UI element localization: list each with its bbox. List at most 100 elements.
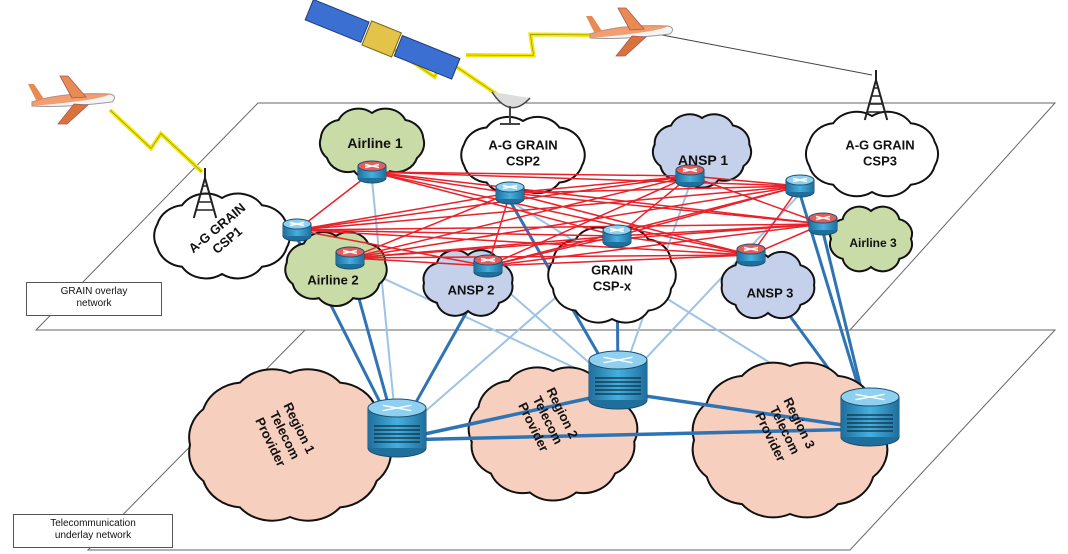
cloud-label-line: Airline 2	[307, 273, 358, 288]
cloud-label-airline1: Airline 1	[347, 135, 402, 151]
underlay-core-link	[617, 390, 871, 431]
cloud-label-ansp1: ANSP 1	[678, 152, 729, 168]
aircraft-icon-livery	[32, 93, 110, 106]
cloud-csp1	[153, 192, 291, 280]
cloud-label-line: Airline 1	[347, 135, 402, 151]
cloud-label-line: GRAIN	[591, 263, 633, 278]
router-icon-airline1	[357, 160, 387, 184]
cloud-label-line: A-G GRAIN	[488, 138, 557, 153]
overlay-link	[487, 185, 801, 267]
aircraft-icon	[28, 75, 116, 125]
router-icon-cspx	[602, 224, 632, 248]
underlay-plane	[86, 329, 1057, 551]
underlay-core-links	[396, 390, 871, 442]
router-icon-csp2	[495, 181, 525, 205]
router-icon-airline2-arrows	[342, 249, 358, 255]
router-icon-ansp1-arrows	[682, 167, 698, 173]
router-icon-ansp2	[473, 254, 503, 278]
router-icon-csp1-arrows	[289, 221, 305, 227]
overlay-link	[616, 223, 824, 237]
overlay-link	[296, 171, 373, 231]
router-icon-r1	[367, 398, 427, 458]
overlay-link	[296, 223, 824, 231]
router-icon-ansp3	[736, 243, 766, 267]
overlay-link	[616, 175, 691, 237]
overlay-link	[509, 185, 801, 194]
radio-tower-icon	[863, 70, 889, 121]
radio-link-aircraft2-tower3	[661, 34, 873, 76]
overlay-links	[296, 171, 824, 267]
radio-link-satellite-aircraft2-edge	[465, 34, 599, 56]
underlay-layer-label: Telecommunication underlay network	[13, 514, 173, 548]
overlay-link	[509, 175, 691, 194]
overlay-link	[349, 254, 752, 259]
cloud-label-line: Airline 3	[849, 236, 897, 250]
dish-bowl	[491, 91, 531, 109]
aircraft-icon-wing-bottom	[57, 103, 89, 125]
overlay-link	[296, 185, 801, 231]
radio-tower-icon	[192, 168, 218, 219]
router-icon-ansp1	[675, 164, 705, 188]
cloud-label-line: CSP-x	[593, 279, 632, 294]
underlay-label-line2: underlay network	[54, 530, 132, 541]
underlay-link	[617, 193, 801, 389]
overlay-link	[349, 185, 801, 259]
satellite-icon	[304, 0, 461, 80]
overlay-layer-label: GRAIN overlay network	[26, 282, 162, 316]
satellite-panel-right	[393, 34, 461, 80]
region-clouds	[188, 361, 889, 522]
overlay-link	[689, 175, 824, 225]
overlay-link	[371, 171, 691, 177]
overlay-link	[371, 171, 801, 187]
big-routers	[367, 350, 900, 458]
aircraft-icon-livery	[590, 25, 668, 38]
cloud-label-line: ANSP 3	[747, 286, 794, 301]
router-icon-csp2-arrows	[502, 184, 518, 190]
underlay-core-link	[396, 390, 619, 442]
overlay-link	[616, 185, 801, 237]
cloud-label-airline3: Airline 3	[849, 236, 897, 250]
router-icon-r3-arrows	[855, 393, 885, 401]
overlay-link	[487, 192, 511, 267]
overlay-link	[487, 175, 691, 267]
aircraft-icon-wing-bottom	[615, 35, 647, 57]
router-icon-r2	[588, 350, 648, 410]
underlay-core-link	[396, 427, 871, 442]
cloud-label-airline2: Airline 2	[307, 273, 358, 288]
cloud-label-line: ANSP 1	[678, 152, 729, 168]
router-icon-csp3	[785, 174, 815, 198]
overlay-link	[487, 235, 618, 267]
router-icon-airline3	[808, 212, 838, 236]
router-icon-r1-arrows	[382, 404, 412, 412]
router-icon-airline2	[335, 246, 365, 270]
aircraft-icon-wing-top	[59, 75, 87, 99]
aircraft-icon	[586, 7, 674, 57]
aircraft-icon-tail	[28, 84, 44, 100]
aircraft-icon-wing-top	[617, 7, 645, 31]
router-icon-csp3-arrows	[792, 177, 808, 183]
router-icon-r3	[840, 387, 900, 447]
radio-tower-icon-legs	[863, 79, 889, 121]
router-icon-airline1-arrows	[364, 163, 380, 169]
satellite-dish-icon	[491, 91, 531, 125]
router-icon-ansp3-arrows	[743, 246, 759, 252]
overlay-link	[487, 254, 752, 267]
icons	[28, 0, 889, 219]
radio-link-aircraft1-edge	[109, 109, 203, 173]
overlay-label-line2: network	[76, 298, 112, 309]
overlay-link	[296, 229, 752, 256]
cloud-ansp3	[720, 250, 816, 320]
satellite-panel-left	[304, 0, 370, 44]
overlay-link	[296, 229, 618, 237]
router-icon-airline3-arrows	[815, 215, 831, 221]
router-icon-ansp2-arrows	[480, 257, 496, 263]
aircraft-icon-tail	[586, 16, 602, 32]
small-routers	[282, 160, 838, 278]
cloud-label-line: A-G GRAIN	[845, 138, 914, 153]
overlay-link	[750, 185, 801, 256]
underlay-label-line1: Telecommunication	[50, 518, 136, 529]
